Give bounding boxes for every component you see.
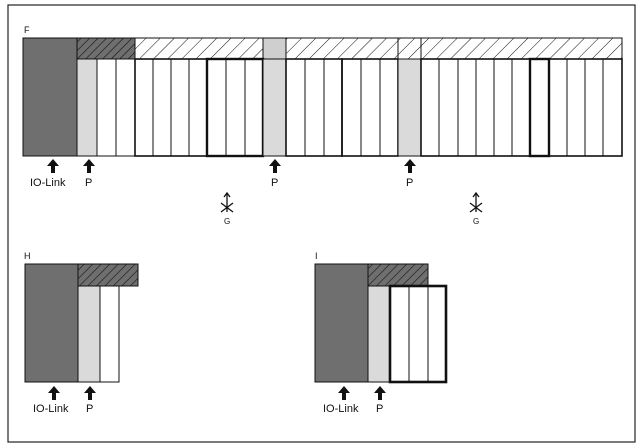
io-link-label: IO-Link	[323, 403, 359, 415]
power-module	[262, 58, 287, 157]
power-module	[367, 285, 391, 383]
power-arrow-icon	[269, 159, 281, 173]
io-link-arrow-icon	[338, 386, 350, 400]
diagram-h: H IO-Link P	[24, 251, 139, 415]
power-module	[397, 58, 422, 157]
module-group-outline-bold	[388, 284, 448, 384]
io-link-master-module	[24, 263, 79, 383]
power-arrow-icon	[83, 159, 95, 173]
panel-label-f: F	[24, 25, 30, 35]
light-hatch-bar	[134, 37, 264, 60]
diagram-f: F	[22, 25, 623, 226]
io-link-label: IO-Link	[30, 177, 66, 189]
power-label: P	[271, 177, 278, 189]
io-link-arrow-icon	[47, 159, 59, 173]
power-label: P	[376, 403, 383, 415]
io-link-arrow-icon	[48, 386, 60, 400]
panel-label-h: H	[24, 251, 31, 261]
io-slice-group	[96, 58, 208, 157]
power-label: P	[406, 177, 413, 189]
panel-label-i: I	[315, 251, 318, 261]
power-hatch-bar	[397, 37, 422, 60]
dark-hatch-bar	[367, 263, 429, 287]
io-slice-group	[206, 58, 264, 157]
power-module	[76, 58, 98, 157]
diagram-frame	[7, 4, 636, 443]
potential-group-symbol-icon	[220, 191, 234, 213]
io-slice-group	[389, 285, 447, 383]
module-group-outline	[548, 58, 623, 157]
potential-group-label: G	[224, 217, 230, 226]
potential-group-label: G	[473, 217, 479, 226]
power-label: P	[85, 177, 92, 189]
power-arrow-icon	[374, 386, 386, 400]
io-link-label: IO-Link	[33, 403, 69, 415]
io-slice	[99, 285, 120, 383]
potential-group-symbol-icon	[469, 191, 483, 213]
dark-hatch-bar	[76, 37, 136, 60]
light-hatch-bar	[420, 37, 623, 60]
io-slice-group	[420, 58, 623, 157]
dark-hatch-bar	[77, 263, 139, 287]
power-hatch-bar	[262, 37, 287, 60]
power-module	[77, 285, 101, 383]
io-link-master-module	[22, 37, 78, 157]
power-label: P	[86, 403, 93, 415]
io-link-master-module	[314, 263, 369, 383]
power-arrow-icon	[404, 159, 416, 173]
diagram-i: I IO-Link P	[314, 251, 448, 415]
power-arrow-icon	[84, 386, 96, 400]
light-hatch-bar	[285, 37, 399, 60]
